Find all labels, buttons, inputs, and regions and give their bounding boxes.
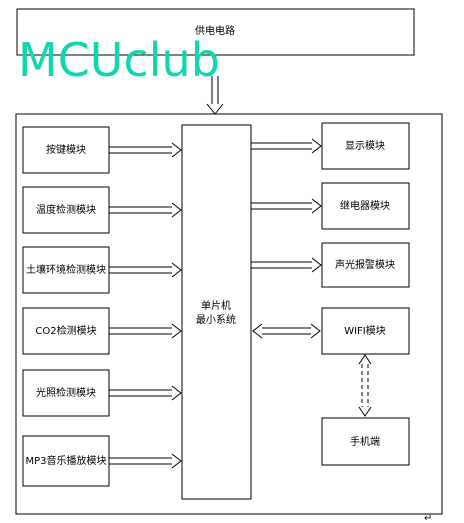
phone-module: 手机端 (321, 417, 410, 466)
power-supply-label: 供电电路 (195, 24, 235, 37)
input-module-label: MP3音乐播放模块 (25, 454, 106, 467)
input-module-label: CO2检测模块 (35, 324, 96, 337)
output-module-label: 显示模块 (345, 140, 385, 152)
phone-label: 手机端 (350, 435, 380, 448)
power-supply-box (16, 8, 415, 56)
input-arrow (109, 453, 182, 469)
input-arrow (109, 142, 182, 158)
input-module-label: 土壤环境检测模块 (26, 263, 106, 276)
output-module-display: 显示模块 (321, 122, 410, 170)
input-module-soil: 土壤环境检测模块 (22, 246, 110, 294)
input-module-label: 温度检测模块 (36, 203, 96, 216)
output-module-label: 继电器模块 (340, 199, 390, 212)
wireless-link-arrow (358, 354, 372, 417)
output-module-label: WIFI模块 (344, 325, 386, 337)
wifi-bidirectional-arrow (252, 323, 321, 339)
output-module-relay: 继电器模块 (321, 182, 410, 230)
output-module-label: 声光报警模块 (335, 258, 395, 271)
input-module-mp3: MP3音乐播放模块 (22, 435, 110, 487)
input-module-light: 光照检测模块 (22, 369, 110, 417)
output-arrow (251, 138, 322, 154)
output-module-alarm: 声光报警模块 (321, 242, 410, 288)
input-module-label: 光照检测模块 (36, 386, 96, 399)
input-arrow (109, 323, 182, 339)
output-module-wifi: WIFI模块 (321, 307, 410, 355)
mcu-box (181, 124, 252, 500)
input-module-co2: CO2检测模块 (22, 307, 110, 355)
output-arrow (251, 257, 322, 273)
input-module-label: 按键模块 (46, 143, 86, 156)
input-arrow (109, 202, 182, 218)
input-arrow (109, 262, 182, 278)
output-arrow (251, 198, 322, 214)
input-arrow (109, 385, 182, 401)
input-module-temperature: 温度检测模块 (22, 186, 110, 234)
watermark-logo: MCUclub (18, 33, 220, 87)
mcu-label-line1: 单片机 (201, 299, 231, 312)
mcu-label-line2: 最小系统 (196, 313, 236, 326)
corner-mark: ↵ (424, 513, 432, 523)
input-module-key: 按键模块 (22, 126, 110, 174)
